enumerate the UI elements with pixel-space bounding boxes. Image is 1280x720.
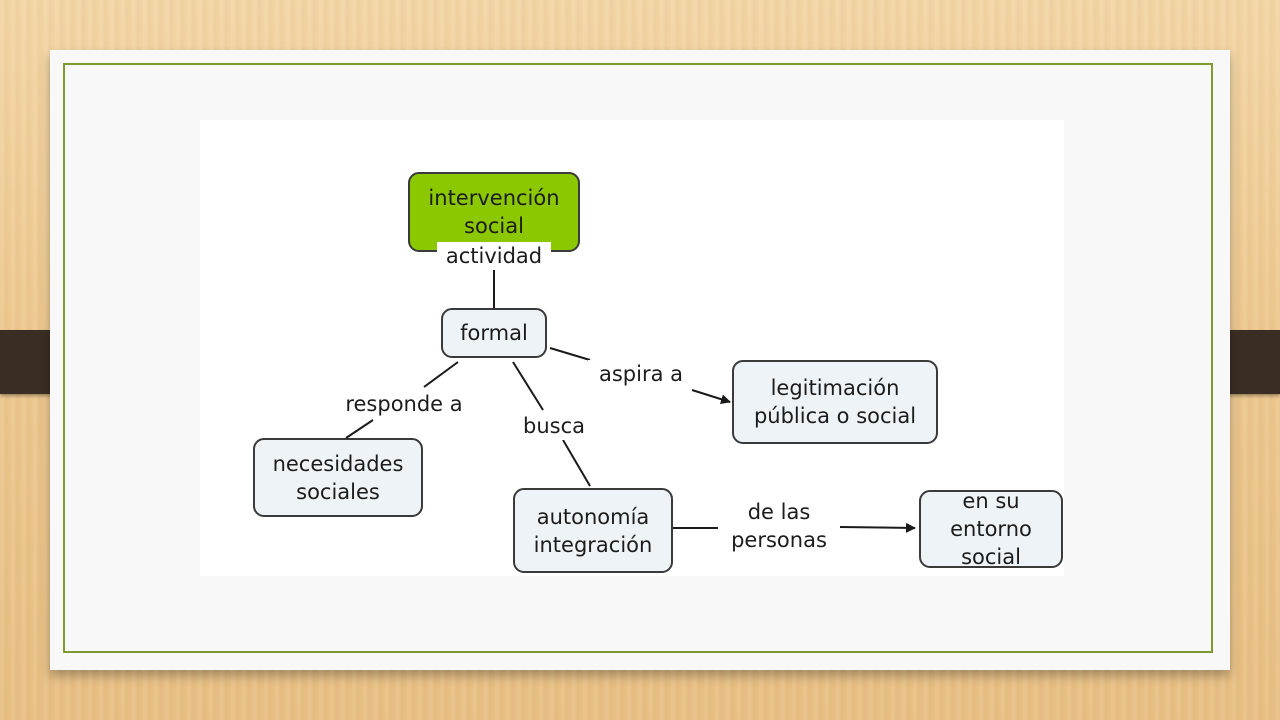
node-necesidades-sociales[interactable]: necesidades sociales — [253, 438, 423, 517]
connector-responde-necesidades — [345, 419, 374, 439]
slide: intervención social actividad formal res… — [50, 50, 1230, 670]
node-legitimacion[interactable]: legitimación pública o social — [732, 360, 938, 444]
link-label-aspira-a: aspira a — [588, 360, 694, 388]
connector-formal-responde — [423, 361, 459, 388]
node-intervencion-social[interactable]: intervención social — [408, 172, 580, 252]
node-intervencion-social-text: intervención social — [428, 186, 560, 238]
node-legitimacion-text: legitimación pública o social — [753, 376, 917, 428]
arrow-delas-entorno — [839, 522, 916, 533]
link-label-de-las-personas: de las personas — [719, 498, 839, 554]
node-entorno-social[interactable]: en su entorno social — [919, 489, 1063, 569]
link-label-actividad: actividad — [437, 242, 551, 270]
node-formal[interactable]: formal — [441, 308, 547, 358]
connector-formal-busca — [512, 361, 544, 411]
node-autonomia-integracion-text: autonomía integración — [533, 504, 653, 557]
link-label-responde-a: responde a — [338, 390, 470, 418]
concept-map: intervención social actividad formal res… — [200, 120, 1064, 576]
node-entorno-social-text: en su entorno social — [950, 489, 1032, 569]
connector-busca-autonomia — [562, 439, 591, 487]
node-necesidades-sociales-text: necesidades sociales — [272, 451, 404, 504]
arrow-aspira-legitimacion — [691, 389, 731, 405]
connector-layer — [345, 202, 916, 533]
slide-frame — [63, 63, 1213, 653]
connector-formal-aspira — [549, 347, 591, 361]
node-formal-text: formal — [460, 321, 528, 345]
link-label-busca: busca — [517, 412, 591, 440]
node-autonomia-integracion[interactable]: autonomía integración — [513, 488, 673, 573]
